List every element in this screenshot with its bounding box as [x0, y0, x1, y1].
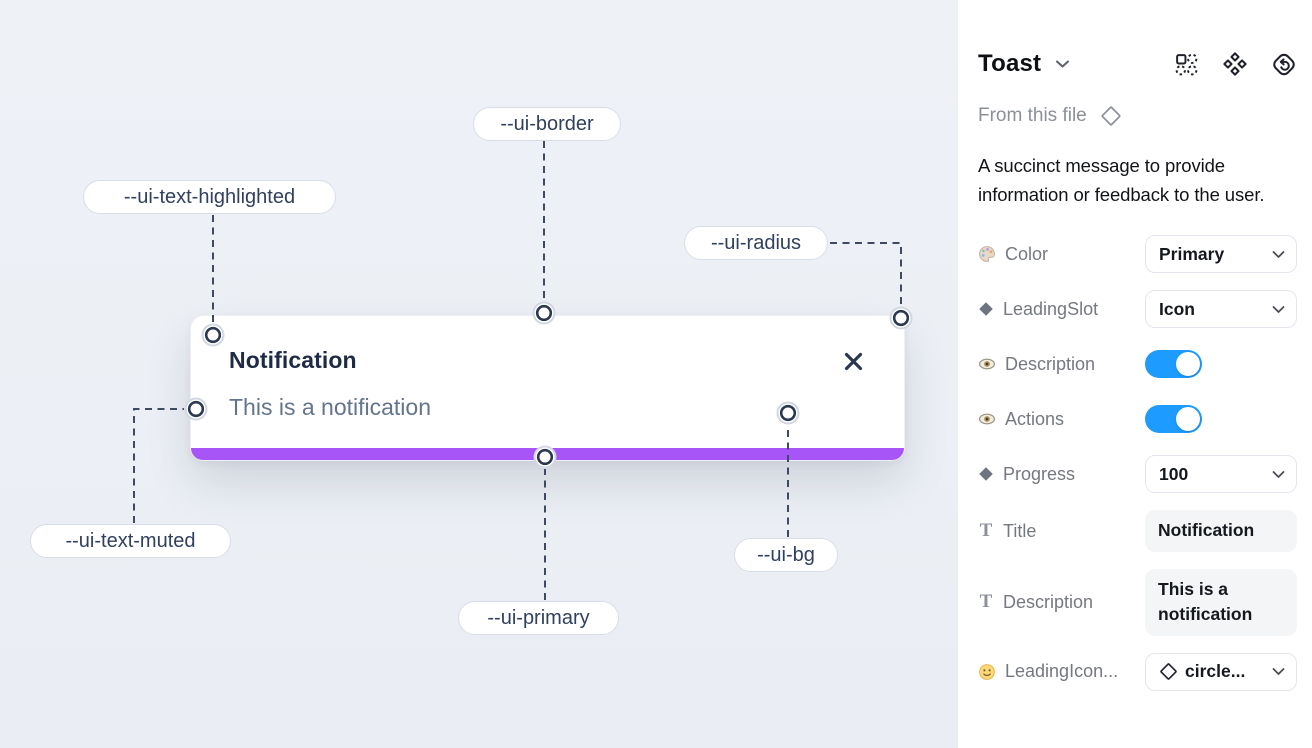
component-icon	[1223, 52, 1247, 76]
diamond-outline-icon	[1101, 106, 1121, 126]
chevron-down-icon	[1272, 471, 1285, 478]
close-icon	[844, 352, 862, 370]
source-row: From this file	[978, 105, 1297, 127]
actions-toggle[interactable]	[1145, 405, 1202, 434]
chevron-down-icon	[1272, 306, 1285, 313]
var-label-ui-primary: --ui-primary	[458, 601, 619, 635]
prop-label-text: LeadingIcon...	[1005, 661, 1119, 682]
smiley-icon	[979, 663, 995, 680]
title-field[interactable]: Notification	[1145, 510, 1297, 552]
instance-grid-icon	[1175, 53, 1197, 75]
chevron-down-icon	[1272, 668, 1285, 675]
progress-select[interactable]: 100	[1145, 455, 1297, 494]
description-field[interactable]: This is a notification	[1145, 568, 1297, 636]
instance-grid-button[interactable]	[1173, 51, 1199, 77]
description-toggle[interactable]	[1145, 350, 1202, 379]
leadingicon-select[interactable]: circle...	[1145, 652, 1297, 691]
toggle-knob	[1176, 352, 1200, 377]
properties-list: Color Primary LeadingSlot Icon	[978, 235, 1297, 691]
return-arrow-diamond-icon	[1273, 53, 1295, 75]
prop-label-text: Description	[1003, 591, 1094, 612]
properties-panel: Toast	[958, 0, 1312, 748]
chevron-down-icon	[1056, 60, 1070, 68]
prop-row-leadingslot: LeadingSlot Icon	[978, 290, 1297, 329]
prop-label-text: Description	[1005, 353, 1096, 374]
toggle-knob	[1176, 407, 1200, 432]
var-label-ui-border: --ui-border	[473, 107, 621, 141]
toast-component: Notification This is a notification	[190, 315, 905, 461]
connector-ui-radius	[830, 242, 902, 306]
diamond-icon	[979, 302, 993, 317]
leadingslot-select[interactable]: Icon	[1145, 290, 1297, 329]
component-button[interactable]	[1222, 51, 1248, 77]
prop-row-color: Color Primary	[978, 235, 1297, 274]
component-description: A succinct message to provide informatio…	[978, 155, 1265, 206]
var-label-ui-text-muted: --ui-text-muted	[30, 524, 231, 558]
source-label: From this file	[978, 105, 1087, 126]
prop-label-text: Actions	[1005, 408, 1065, 429]
toast-progress-bar	[191, 448, 904, 460]
toast-close-button[interactable]	[842, 350, 864, 372]
prop-row-actions-toggle: Actions	[978, 400, 1297, 438]
var-label-ui-radius: --ui-radius	[684, 226, 828, 260]
panel-header: Toast	[978, 50, 1297, 78]
diamond-outline-icon	[1160, 663, 1177, 680]
palette-icon	[979, 246, 995, 263]
return-to-instance-button[interactable]	[1271, 51, 1297, 77]
component-selector[interactable]: Toast	[978, 50, 1070, 78]
text-icon: T	[979, 591, 993, 613]
var-label-ui-text-highlighted: --ui-text-highlighted	[83, 180, 336, 214]
prop-label-text: Color	[1005, 243, 1049, 264]
prop-row-progress: Progress 100	[978, 455, 1297, 494]
prop-row-description-text: T Description This is a notification	[978, 568, 1297, 636]
eye-icon	[978, 359, 996, 370]
var-label-ui-bg: --ui-bg	[734, 538, 838, 572]
connector-ui-text-muted	[133, 408, 184, 523]
chevron-down-icon	[1272, 251, 1285, 258]
diamond-icon	[979, 467, 993, 482]
toast-description: This is a notification	[229, 394, 431, 420]
prop-row-leadingicon: LeadingIcon... circle...	[978, 652, 1297, 691]
component-name: Toast	[978, 50, 1042, 77]
prop-row-title: T Title Notification	[978, 510, 1297, 552]
prop-label-text: Progress	[1003, 463, 1076, 484]
prop-row-description-toggle: Description	[978, 345, 1297, 383]
toast-title: Notification	[229, 347, 357, 373]
prop-label-text: Title	[1003, 520, 1037, 541]
component-preview-canvas: Notification This is a notification --ui…	[0, 0, 958, 748]
color-select[interactable]: Primary	[1145, 235, 1297, 274]
text-icon: T	[979, 520, 993, 542]
eye-icon	[978, 414, 996, 425]
prop-label-text: LeadingSlot	[1003, 298, 1099, 319]
